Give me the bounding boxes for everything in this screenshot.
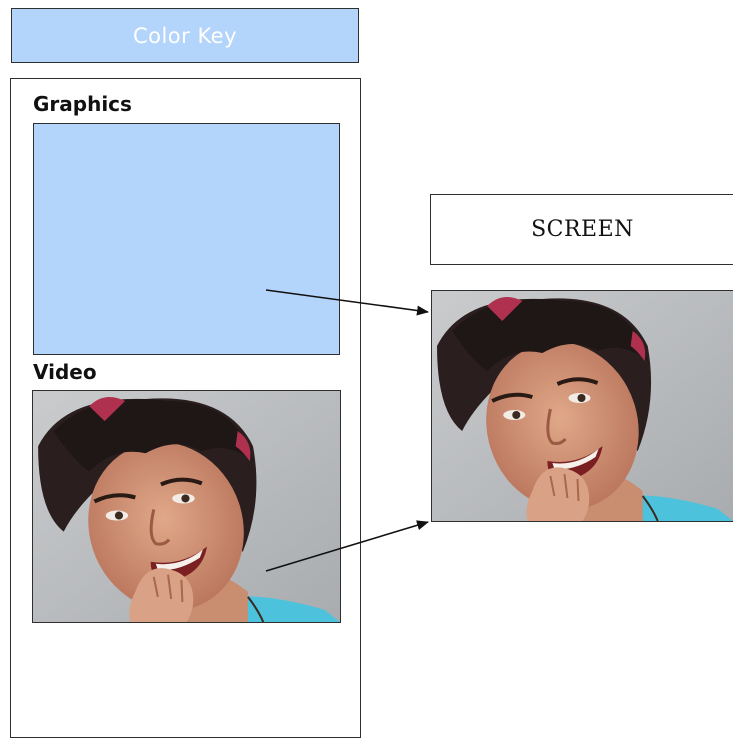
- screen-view: [431, 290, 733, 522]
- video-photo-image: [33, 391, 340, 622]
- legend-panel: Graphics Video: [10, 78, 361, 738]
- screen-label-text: SCREEN: [531, 217, 634, 242]
- video-label: Video: [33, 360, 97, 384]
- screen-photo-image: [432, 291, 733, 521]
- graphics-label: Graphics: [33, 92, 132, 116]
- graphics-swatch: [33, 123, 340, 355]
- screen-label-box: SCREEN: [430, 194, 733, 265]
- video-thumbnail: [32, 390, 341, 623]
- color-key-header: Color Key: [11, 8, 359, 63]
- color-key-title: Color Key: [132, 23, 238, 48]
